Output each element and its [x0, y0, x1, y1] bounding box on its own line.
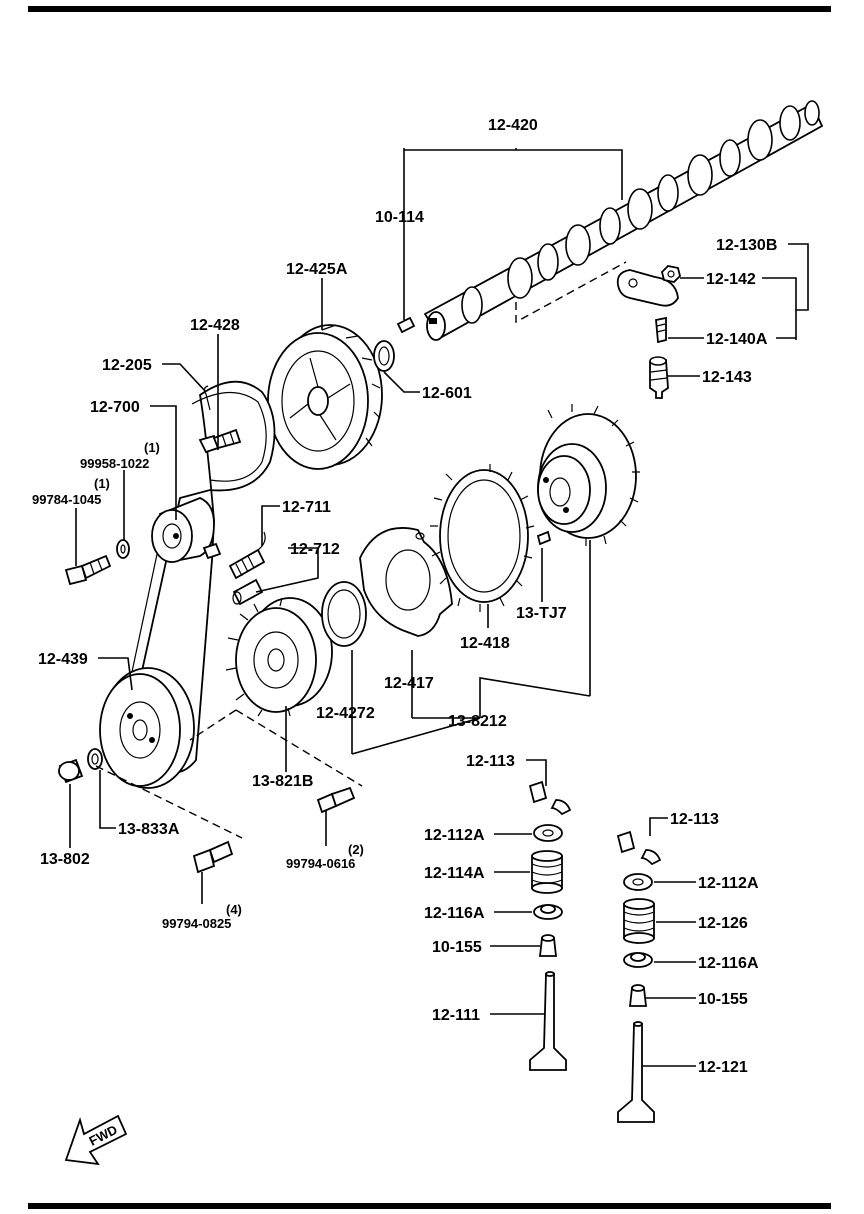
callout-12-113-a: 12-113	[466, 753, 515, 770]
bolt-99794-0616[interactable]	[316, 786, 356, 814]
qty-99784-1045: (1)	[94, 476, 110, 491]
callout-10-155-b: 10-155	[698, 991, 748, 1008]
camshaft-pin[interactable]	[396, 316, 416, 334]
callout-12-428: 12-428	[190, 317, 240, 334]
callout-12-417: 12-417	[384, 675, 434, 692]
crank-pulley[interactable]	[99, 667, 195, 789]
qty-99794-0825: (4)	[226, 902, 242, 917]
callout-13-821B: 13-821B	[252, 773, 313, 790]
callout-12-142: 12-142	[706, 271, 756, 288]
callout-12-121: 12-121	[698, 1059, 748, 1076]
callout-12-418: 12-418	[460, 635, 510, 652]
callout-13-8212: 13-8212	[448, 713, 507, 730]
washer-99958-1022[interactable]	[116, 539, 130, 559]
callout-12-205: 12-205	[102, 357, 152, 374]
bottom-rule	[28, 1203, 831, 1209]
callout-12-425A: 12-425A	[286, 261, 348, 278]
bolt-99784-1045[interactable]	[64, 554, 112, 586]
plate-12-417[interactable]	[359, 527, 453, 637]
callout-12-712: 12-712	[290, 541, 340, 558]
crank-washer[interactable]	[87, 748, 103, 770]
callout-12-130B: 12-130B	[716, 237, 777, 254]
rocker-nut[interactable]	[661, 265, 681, 283]
callout-10-114: 10-114	[375, 209, 424, 226]
cam-oil-seal[interactable]	[373, 340, 395, 372]
cam-gear[interactable]	[537, 404, 640, 546]
callout-12-140A: 12-140A	[706, 331, 768, 348]
callout-10-155-a: 10-155	[432, 939, 482, 956]
leader-lines	[69, 148, 809, 1067]
callout-12-700: 12-700	[90, 399, 140, 416]
cam-pulley[interactable]	[267, 324, 383, 470]
tensioner-spring-12-711[interactable]	[228, 531, 266, 580]
valve-12-121[interactable]	[617, 1021, 655, 1123]
callout-12-601: 12-601	[422, 385, 472, 402]
callout-12-143: 12-143	[702, 369, 752, 386]
tensioner-lock-bolt[interactable]	[198, 428, 242, 454]
callout-12-113-b: 12-113	[670, 811, 719, 828]
oil-seal-12-4272[interactable]	[321, 581, 367, 647]
spring-seat-upper-a[interactable]	[533, 824, 563, 842]
spring-seat-upper-b[interactable]	[623, 873, 653, 891]
callout-12-116A-a: 12-116A	[424, 905, 485, 922]
callout-12-420: 12-420	[488, 117, 538, 134]
valve-keepers-b[interactable]	[616, 830, 662, 866]
callout-12-114A: 12-114A	[424, 865, 485, 882]
callout-13-833A: 13-833A	[118, 821, 180, 838]
callout-99794-0825: 99794-0825	[162, 916, 231, 931]
spring-seat-lower-b[interactable]	[623, 952, 653, 968]
tensioner-pulley[interactable]	[151, 497, 215, 564]
top-rule	[28, 6, 831, 12]
callout-12-116A-b: 12-116A	[698, 955, 759, 972]
valve-spring-12-126[interactable]	[623, 898, 655, 944]
callout-12-711: 12-711	[282, 499, 331, 516]
valve-seal-b[interactable]	[628, 984, 648, 1007]
lash-adjuster[interactable]	[649, 356, 669, 399]
qty-99794-0616: (2)	[348, 842, 364, 857]
callout-99794-0616: 99794-0616	[286, 856, 355, 871]
callout-12-126: 12-126	[698, 915, 748, 932]
callout-99958-1022: 99958-1022	[80, 456, 149, 471]
callout-12-112A-a: 12-112A	[424, 827, 485, 844]
qty-99958-1022: (1)	[144, 440, 160, 455]
callout-99784-1045: 99784-1045	[32, 492, 101, 507]
callout-labels: 12-420 10-114 12-130B 12-142 12-140A 12-…	[32, 117, 777, 1076]
callout-13-802: 13-802	[40, 851, 90, 868]
spacer-12-712[interactable]	[232, 578, 264, 606]
callout-12-4272: 12-4272	[316, 705, 375, 722]
bolt-99794-0825[interactable]	[192, 840, 234, 874]
tensioner-clip[interactable]	[202, 542, 222, 560]
crank-bolt[interactable]	[58, 758, 84, 784]
fwd-arrow-icon: FWD	[64, 1114, 128, 1166]
callout-12-112A-b: 12-112A	[698, 875, 759, 892]
callout-13-TJ7: 13-TJ7	[516, 605, 567, 622]
valve-spring-12-114A[interactable]	[531, 850, 563, 894]
callout-12-439: 12-439	[38, 651, 88, 668]
adjust-screw[interactable]	[655, 316, 667, 344]
valve-keepers-a[interactable]	[528, 780, 572, 816]
valve-seal-a[interactable]	[538, 934, 558, 957]
gear-12-418[interactable]	[430, 464, 535, 612]
callout-12-111: 12-111	[432, 1007, 480, 1024]
crank-timing-pulley[interactable]	[225, 597, 333, 717]
pin-13-TJ7[interactable]	[536, 530, 552, 546]
valve-12-111[interactable]	[529, 971, 567, 1071]
camshaft[interactable]	[423, 100, 824, 341]
spring-seat-lower-a[interactable]	[533, 904, 563, 920]
